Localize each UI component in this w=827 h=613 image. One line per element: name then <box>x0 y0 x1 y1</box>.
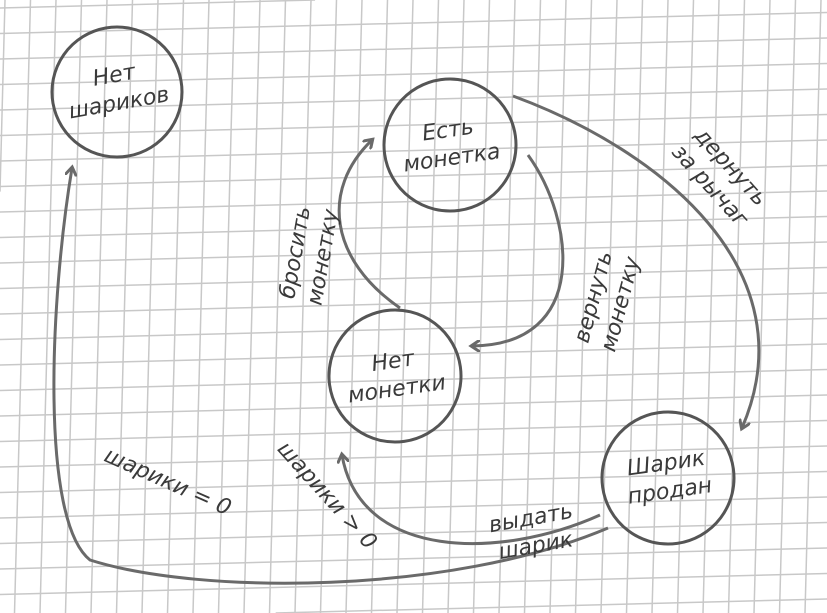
grid-line <box>0 0 316 9</box>
state-has-coin: Есть монетка <box>382 77 518 213</box>
grid-line <box>115 0 134 613</box>
grid-line <box>549 0 567 613</box>
edge-return-coin <box>472 154 565 346</box>
grid-line <box>39 0 57 613</box>
edge-turn-crank <box>512 94 761 428</box>
grid-line <box>702 0 720 613</box>
edge-dispense <box>342 455 601 545</box>
grid-line <box>421 0 440 613</box>
grid-line <box>804 0 822 613</box>
grid-line <box>498 0 516 613</box>
grid-line <box>447 0 465 613</box>
state-label: монетки <box>346 370 447 408</box>
grid-line <box>0 496 827 519</box>
grid-line <box>0 164 827 188</box>
grid-line <box>370 0 389 613</box>
grid-line <box>0 419 827 443</box>
grid-line <box>275 598 827 613</box>
grid-line <box>0 394 827 417</box>
grid-line <box>676 0 695 613</box>
edge-balls-zero <box>52 168 609 585</box>
grid-line <box>192 0 210 613</box>
grid-line <box>0 266 827 290</box>
grid-line <box>0 547 827 570</box>
label-turn-crank: дернуть за рычаг <box>666 123 771 233</box>
grid-line <box>0 470 827 494</box>
grid-line <box>243 0 261 613</box>
grid-line <box>64 0 83 613</box>
grid-line <box>0 62 827 86</box>
grid-line <box>0 215 827 239</box>
grid-line <box>13 0 32 613</box>
state-ball-sold: Шарик продан <box>600 410 736 546</box>
grid-line <box>727 0 746 613</box>
grid-line <box>90 0 108 613</box>
state-label: Нет <box>370 346 417 377</box>
grid-line <box>600 0 618 613</box>
grid-line <box>523 0 542 613</box>
grid-line <box>0 113 827 137</box>
grid-line <box>345 0 363 613</box>
state-label: монетка <box>402 139 502 177</box>
grid-line <box>0 88 827 111</box>
grid-line <box>0 11 827 35</box>
grid-line <box>0 445 827 468</box>
grid-line <box>0 343 827 366</box>
label-return-coin: вернуть монетку <box>570 249 646 355</box>
edge-insert-coin <box>337 140 401 310</box>
grid-line <box>574 0 593 613</box>
grid-line <box>0 521 827 545</box>
grid-line <box>0 317 827 341</box>
state-label: Нет <box>91 60 139 92</box>
state-no-coin: Нет монетки <box>327 308 463 444</box>
grid-line <box>0 0 6 192</box>
grid-line <box>0 292 827 315</box>
state-label: Есть <box>421 115 476 147</box>
grid-line <box>651 0 669 613</box>
grid-line <box>0 241 827 264</box>
grid-line <box>753 0 771 613</box>
grid-line <box>0 139 827 162</box>
grid-line <box>472 0 491 613</box>
grid-line <box>778 0 797 613</box>
state-no-balls: Нет шариков <box>50 25 184 159</box>
grid-line <box>0 572 827 596</box>
grid-line <box>0 368 827 392</box>
grid-line <box>625 0 644 613</box>
grid-line <box>217 0 236 613</box>
grid-line <box>141 0 159 613</box>
label-dispense: выдать шарик <box>487 499 576 565</box>
grid-line <box>0 37 827 60</box>
grid-line <box>396 0 414 613</box>
